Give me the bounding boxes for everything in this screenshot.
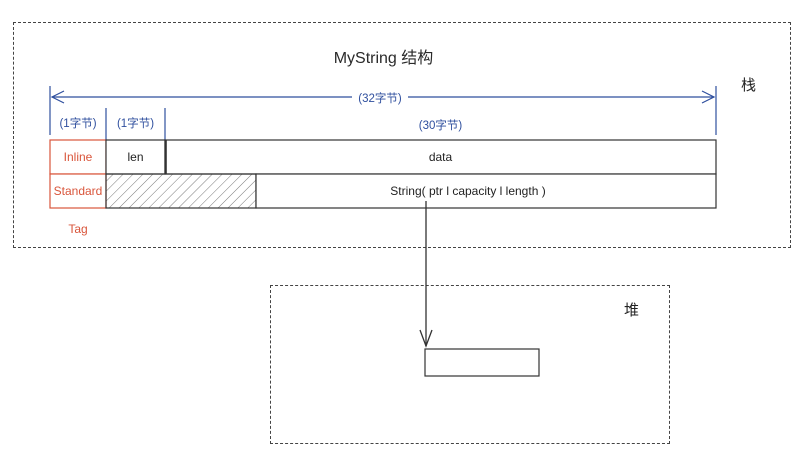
standard-tag-label: Standard [53, 184, 103, 198]
total-size-dimension [49, 86, 717, 135]
len-size-label: (1字节) [116, 118, 155, 130]
heap-label: 堆 [624, 302, 640, 319]
diagram-title: MyString 结构 [333, 50, 434, 67]
stack-region [13, 22, 791, 248]
ptr-arrow [419, 201, 433, 348]
stack-label: 栈 [741, 77, 757, 94]
tag-caption: Tag [68, 222, 88, 236]
inline-len-cell [105, 139, 166, 175]
heap-buffer-block [424, 348, 540, 377]
standard-tag-cell [49, 173, 107, 209]
len-field-label: len [127, 150, 144, 164]
string-fields-label: String( ptr l capacity l length ) [390, 184, 546, 198]
inline-tag-cell [49, 139, 107, 175]
data-field-label: data [428, 150, 453, 164]
data-size-label: (30字节) [418, 120, 463, 132]
standard-string-cell [255, 173, 717, 209]
total-size-label: (32字节) [358, 93, 402, 105]
tag-size-label: (1字节) [59, 118, 97, 130]
heap-region [270, 285, 670, 444]
inline-tag-label: Inline [63, 150, 93, 164]
standard-padding-hatched [105, 173, 257, 209]
